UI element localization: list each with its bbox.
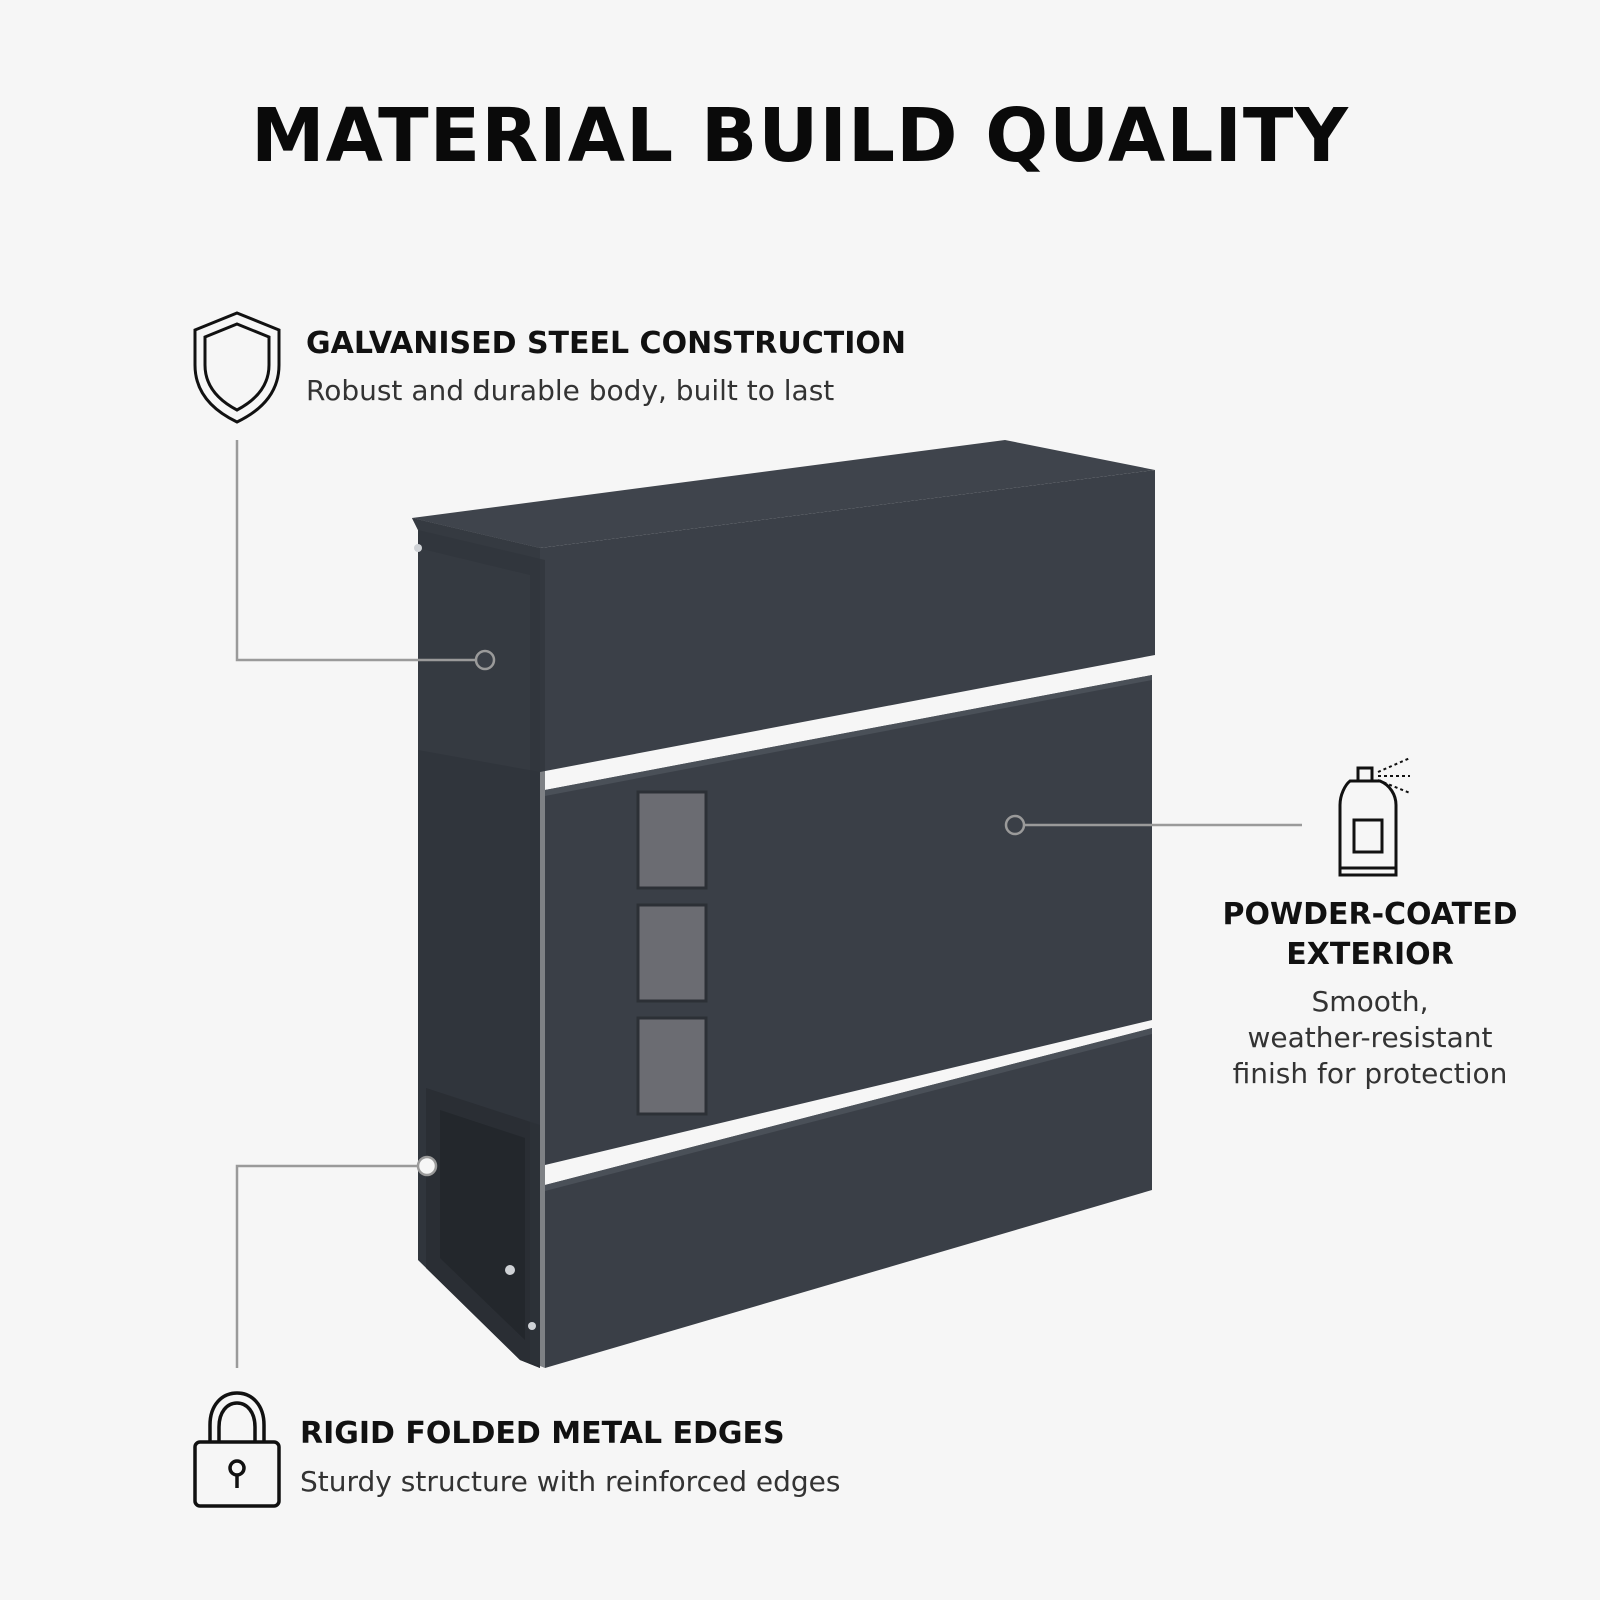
callout-dot-edges xyxy=(416,1155,438,1177)
spray-can-icon xyxy=(1338,757,1411,877)
page-title: MATERIAL BUILD QUALITY xyxy=(251,93,1349,179)
galvanised-description: Robust and durable body, built to last xyxy=(306,374,835,407)
powder-title-line2: EXTERIOR xyxy=(1286,937,1454,972)
padlock-icon xyxy=(193,1391,281,1508)
edges-title: RIGID FOLDED METAL EDGES xyxy=(300,1416,785,1451)
mailbox-image xyxy=(412,440,1155,1368)
callout-line-edges xyxy=(235,1164,420,1368)
callout-line-galvanised xyxy=(235,440,482,662)
edges-description: Sturdy structure with reinforced edges xyxy=(300,1465,841,1498)
powder-description-line1: Smooth, xyxy=(1311,985,1429,1018)
powder-description-line2: weather-resistant xyxy=(1247,1021,1493,1054)
callout-dot-galvanised xyxy=(474,649,496,671)
powder-title-line1: POWDER-COATED xyxy=(1222,897,1518,932)
callout-dot-powder xyxy=(1004,814,1026,836)
callout-lines xyxy=(235,440,1302,1368)
galvanised-title: GALVANISED STEEL CONSTRUCTION xyxy=(306,326,906,361)
powder-description-line3: finish for protection xyxy=(1232,1057,1508,1090)
shield-icon xyxy=(193,311,281,424)
